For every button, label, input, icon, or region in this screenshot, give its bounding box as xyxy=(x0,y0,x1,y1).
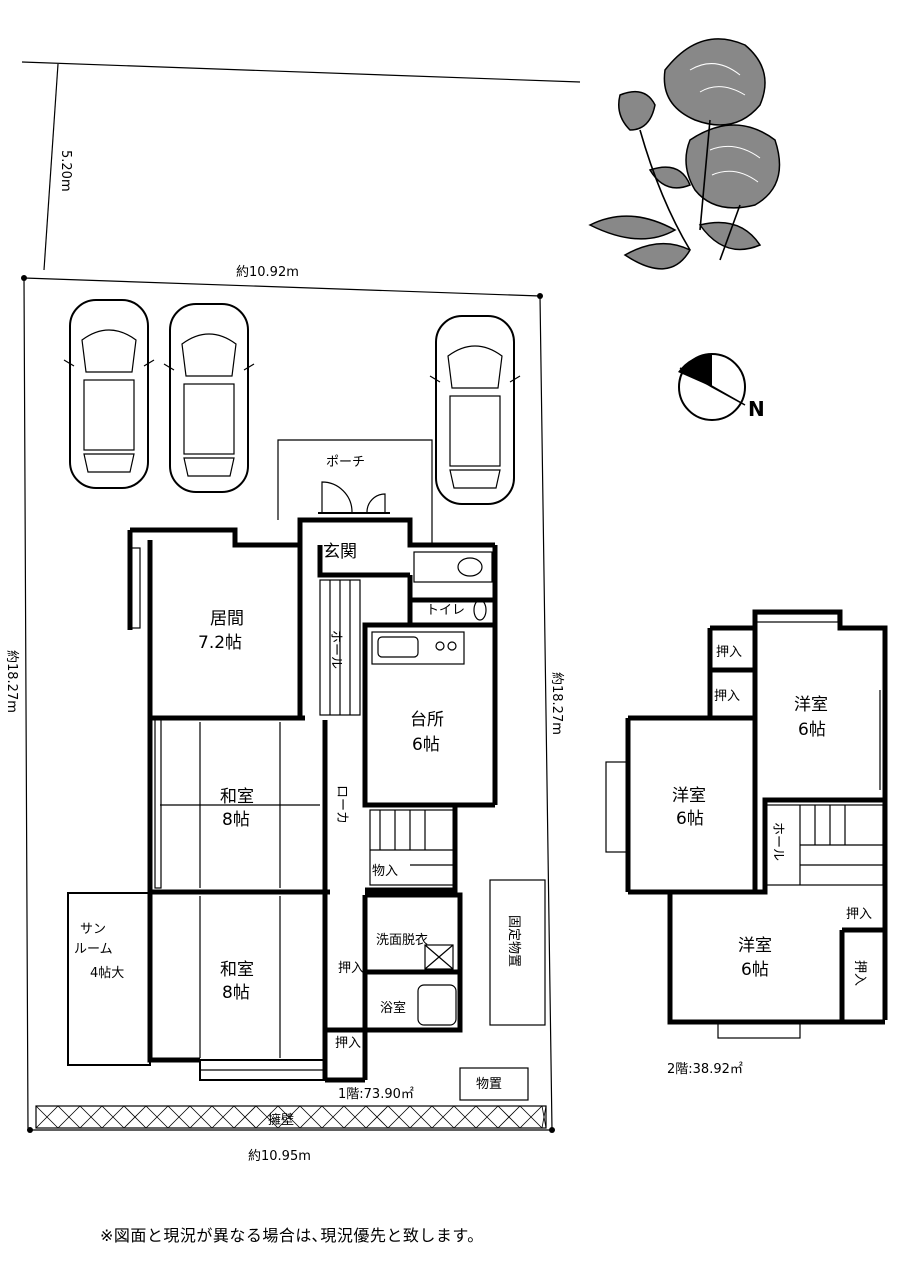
washroom-fixtures xyxy=(417,944,457,1026)
floor1-stairs xyxy=(319,579,456,886)
shed-label: 物置 xyxy=(476,1077,502,1092)
entrance-label: 玄関 xyxy=(323,542,357,562)
oshiire-1-label: 押入 xyxy=(338,961,364,976)
washroom-label: 洗面脱衣 xyxy=(376,932,428,948)
site-boundary xyxy=(21,275,555,1133)
porch-label: ポーチ xyxy=(326,455,365,470)
toilet-fixtures xyxy=(413,551,493,621)
f2-hall-label: ホール xyxy=(770,822,785,861)
fixed-shed-label: 固定物置 xyxy=(506,915,521,967)
youshitsu-s-size: 6帖 xyxy=(741,960,769,980)
north-label: N xyxy=(748,397,765,421)
site-left-depth: 約18.27m xyxy=(4,650,19,713)
road-lines xyxy=(21,61,581,271)
floor1-windows xyxy=(129,547,326,1081)
sunroom-label-1: サン xyxy=(80,922,106,937)
washitsu-a-label: 和室 xyxy=(220,787,254,807)
washitsu-b-label: 和室 xyxy=(220,960,254,980)
floor2-stairs xyxy=(764,804,884,886)
sunroom-label-2: ルーム xyxy=(74,942,113,957)
kitchen-counter xyxy=(371,631,465,665)
hall-label: ホール xyxy=(328,630,343,669)
car-icon xyxy=(163,303,255,493)
car-icon xyxy=(429,315,521,505)
toilet-label: トイレ xyxy=(426,603,465,618)
youshitsu-w-label: 洋室 xyxy=(672,786,706,806)
storage-under-label: 物入 xyxy=(372,864,398,879)
kitchen-size: 6帖 xyxy=(412,735,440,755)
floor2-area: 2階:38.92㎡ xyxy=(667,1062,743,1077)
site-right-depth: 約18.27m xyxy=(549,672,564,735)
f2-oshiire-r2: 押入 xyxy=(852,960,867,986)
youshitsu-ne-label: 洋室 xyxy=(794,695,828,715)
sunroom xyxy=(67,892,151,1066)
site-top-width: 約10.92m xyxy=(236,265,299,280)
floor2-windows xyxy=(605,613,881,1039)
living-size: 7.2帖 xyxy=(198,633,242,653)
youshitsu-ne-size: 6帖 xyxy=(798,720,826,740)
f2-oshiire-top: 押入 xyxy=(716,645,742,660)
f2-oshiire-r1: 押入 xyxy=(846,907,872,922)
north-compass-icon xyxy=(678,353,746,421)
retaining-wall xyxy=(35,1105,547,1129)
sunroom-label-3: 4帖大 xyxy=(90,966,124,981)
shed-boxes xyxy=(459,879,546,1101)
floor1-area: 1階:73.90㎡ xyxy=(338,1087,414,1102)
kitchen-label: 台所 xyxy=(410,710,444,730)
f2-oshiire-mid: 押入 xyxy=(714,689,740,704)
disclaimer-note: ※図面と現況が異なる場合は､現況優先と致します。 xyxy=(100,1226,484,1245)
front-door xyxy=(318,481,390,514)
washitsu-b-size: 8帖 xyxy=(222,983,250,1003)
corridor-label: ローカ xyxy=(334,785,349,824)
car-icon xyxy=(63,299,155,489)
road-width-label: 5.20m xyxy=(58,150,73,192)
youshitsu-w-size: 6帖 xyxy=(676,809,704,829)
washitsu-a-size: 8帖 xyxy=(222,810,250,830)
porch-area xyxy=(277,439,433,545)
floor2-walls xyxy=(625,609,888,1025)
site-bottom-width: 約10.95m xyxy=(248,1149,311,1164)
youshitsu-s-label: 洋室 xyxy=(738,936,772,956)
retaining-wall-label: 擁壁 xyxy=(268,1113,294,1128)
bath-label: 浴室 xyxy=(380,1000,406,1016)
living-label: 居間 xyxy=(210,609,244,629)
rose-illustration-icon xyxy=(588,38,781,270)
oshiire-2-label: 押入 xyxy=(335,1036,361,1051)
